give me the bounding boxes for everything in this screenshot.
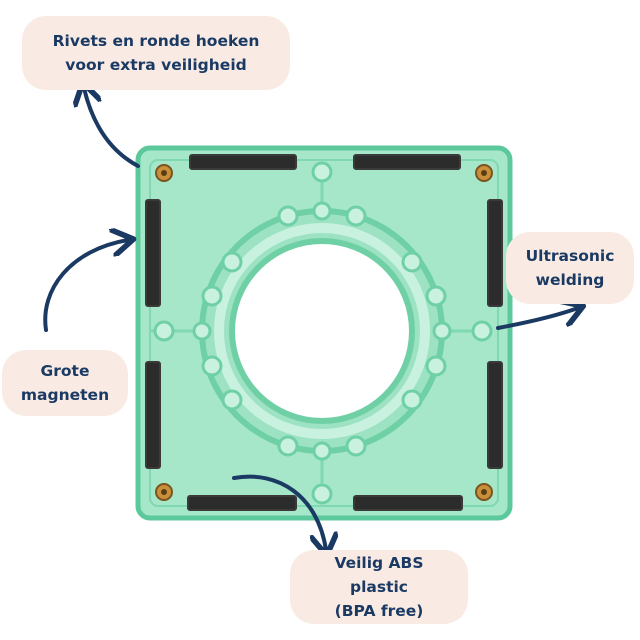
magnet-right-top xyxy=(487,199,503,307)
callout-ultrasonic: Ultrasonic welding xyxy=(506,232,634,304)
magnet-left-top xyxy=(145,199,161,307)
magnetic-tile xyxy=(135,145,513,521)
callout-rivets: Rivets en ronde hoeken voor extra veilig… xyxy=(22,16,290,90)
callout-abs-text: Veilig ABS plastic (BPA free) xyxy=(334,554,424,620)
magnet-top-right xyxy=(353,154,461,170)
callout-ultrasonic-text: Ultrasonic welding xyxy=(525,247,615,289)
ring-nodes xyxy=(153,161,493,505)
arrow-rivets-icon xyxy=(84,88,140,168)
magnet-right-bottom xyxy=(487,361,503,469)
arrow-ultrasonic-icon xyxy=(496,308,578,330)
tile-inner-frame xyxy=(149,159,499,507)
magnet-bottom-right xyxy=(353,495,463,511)
center-hole xyxy=(229,238,415,424)
arrow-magnets-icon xyxy=(43,240,128,332)
callout-rivets-text: Rivets en ronde hoeken voor extra veilig… xyxy=(52,32,260,74)
magnet-left-bottom xyxy=(145,361,161,469)
arrow-abs-icon xyxy=(232,474,326,550)
inner-ring-track xyxy=(214,223,430,439)
rivets xyxy=(155,164,493,501)
callout-magnets: Grote magneten xyxy=(2,350,128,416)
callout-magnets-text: Grote magneten xyxy=(20,362,110,404)
magnets xyxy=(145,154,503,511)
magnet-bottom-left xyxy=(187,495,297,511)
callout-abs-plastic: Veilig ABS plastic (BPA free) xyxy=(290,550,468,624)
magnet-top-left xyxy=(189,154,297,170)
